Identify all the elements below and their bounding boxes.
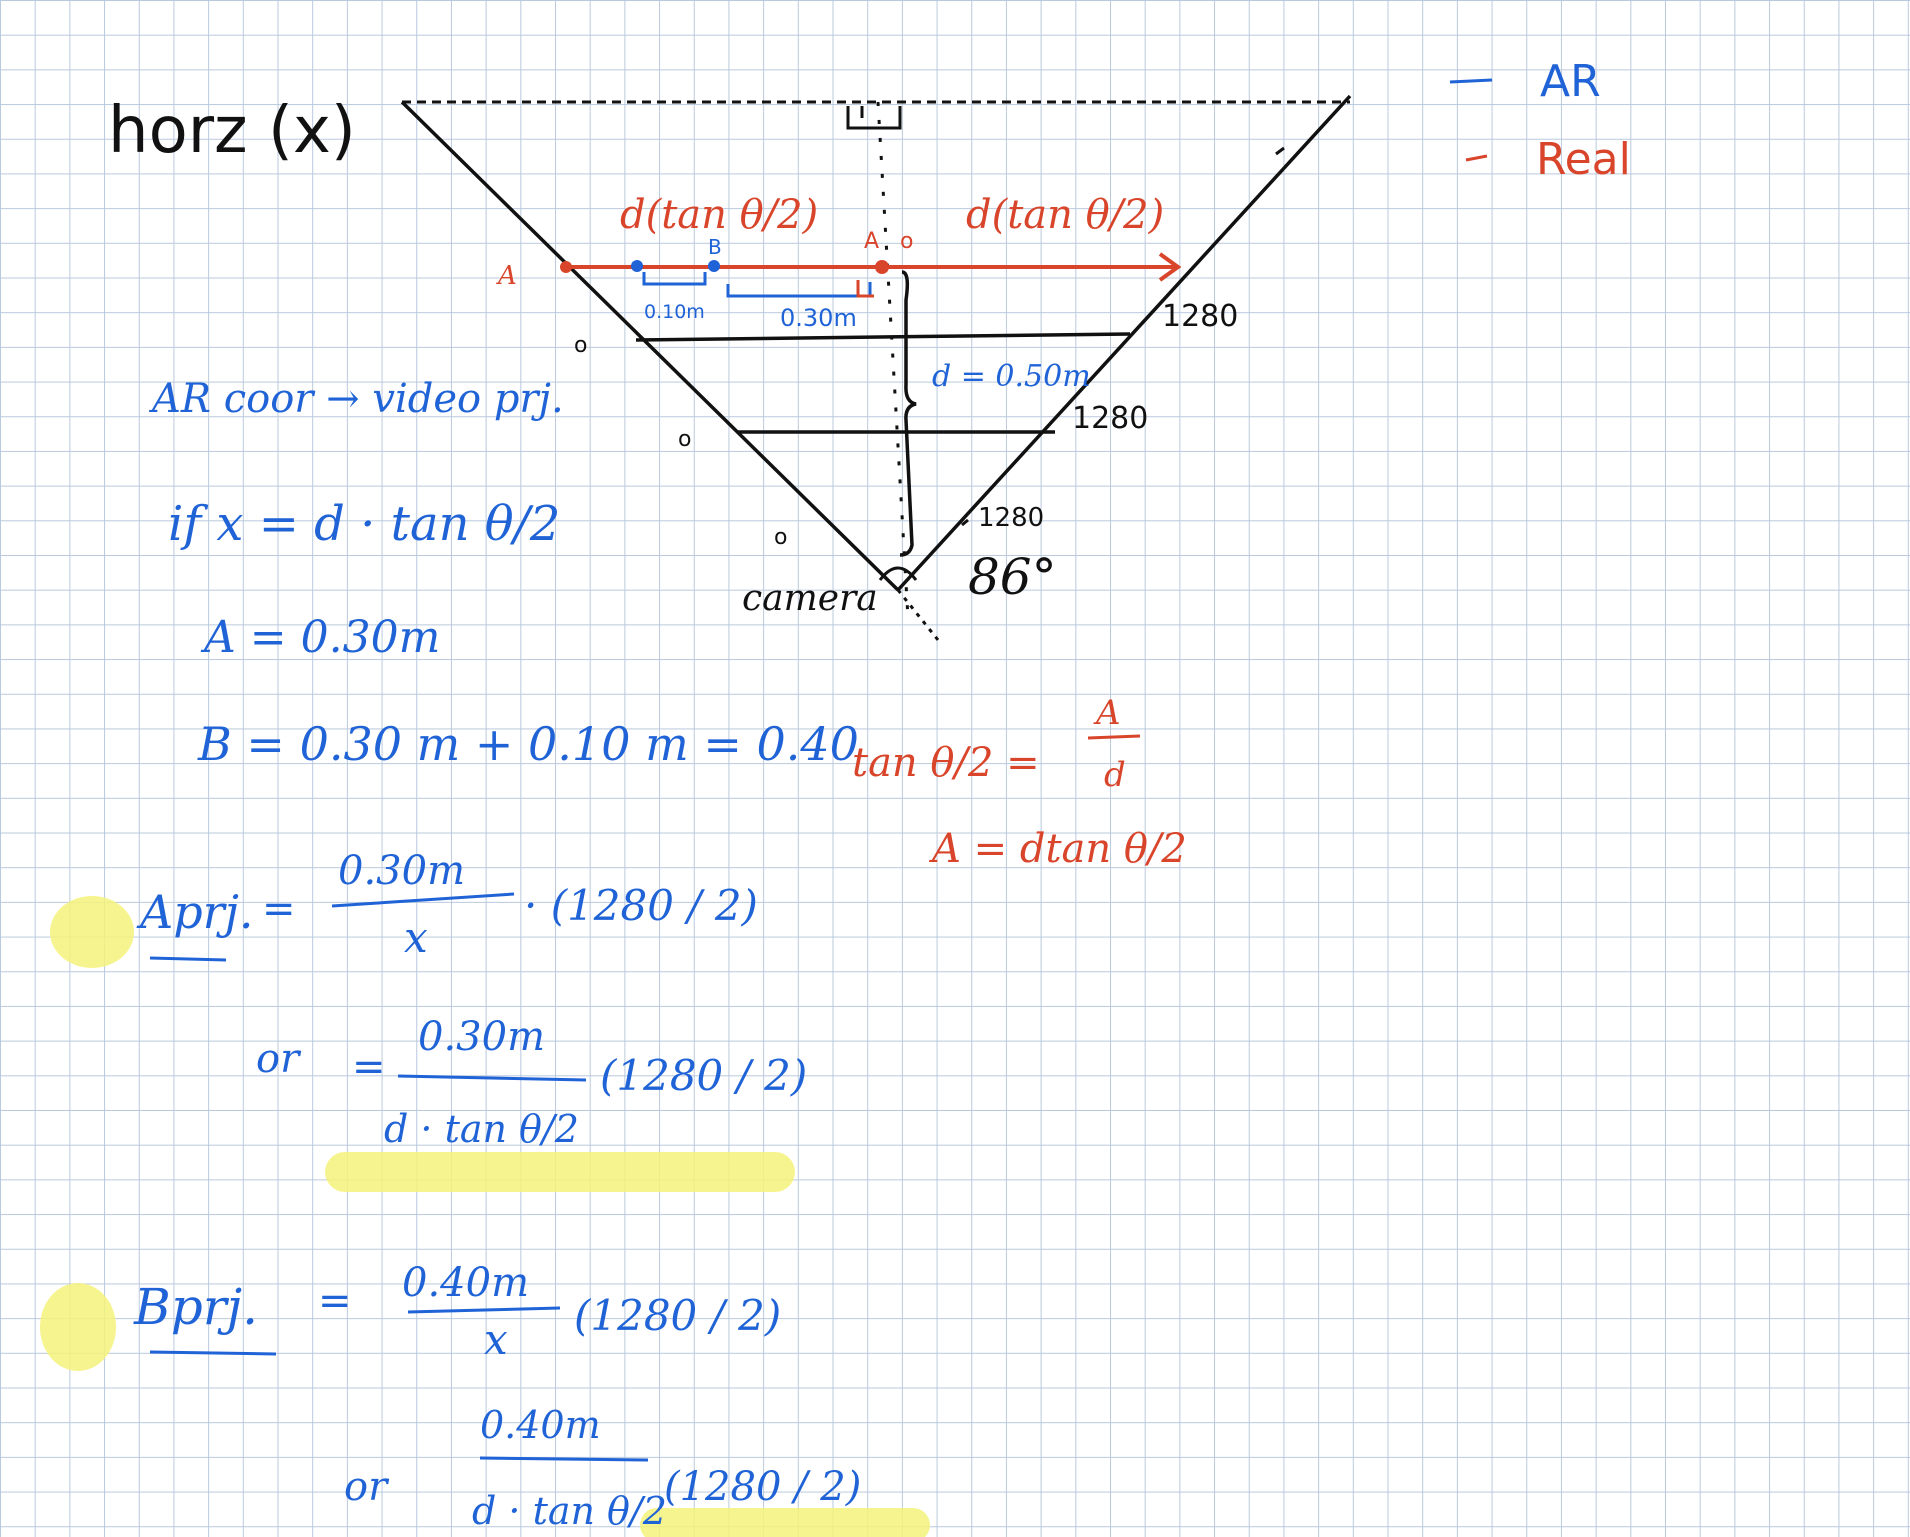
ray-tick-1 bbox=[1275, 146, 1285, 156]
label-a-center: A bbox=[864, 229, 879, 254]
bpr-den: x bbox=[484, 1315, 508, 1364]
tan-rhs-den: d bbox=[1104, 755, 1126, 795]
camera-label: camera bbox=[742, 578, 878, 619]
tan-lhs: tan θ/2 = bbox=[852, 740, 1040, 786]
fov-left-ray bbox=[400, 100, 900, 592]
center-tick bbox=[856, 280, 874, 298]
bracket-010 bbox=[642, 272, 707, 286]
apr-or-eq: = bbox=[352, 1044, 386, 1090]
apr-or: or bbox=[256, 1036, 302, 1082]
res-label-1: 1280 bbox=[1162, 299, 1238, 334]
legend-ar-label: AR bbox=[1540, 56, 1601, 107]
apr-label: Aprj. bbox=[136, 885, 254, 939]
legend: AR Real bbox=[1449, 56, 1631, 185]
legend-ar-swatch bbox=[1449, 78, 1493, 84]
tan-rhs-num: A bbox=[1093, 693, 1121, 733]
center-axis bbox=[876, 101, 910, 619]
legend-real-swatch bbox=[1465, 154, 1488, 162]
bracket-030 bbox=[726, 282, 872, 298]
label-a-left: A bbox=[496, 261, 517, 291]
red-formulas: tan θ/2 = A d A = dtan θ/2 bbox=[852, 693, 1187, 872]
apr-or-num: 0.30m bbox=[418, 1014, 545, 1060]
b-value: B = 0.30 m + 0.10 m = 0.40 bbox=[197, 717, 859, 771]
depth-brace bbox=[899, 270, 917, 557]
bpr-or-den: d · tan θ/2 bbox=[472, 1489, 667, 1533]
fov-right-ray bbox=[896, 94, 1352, 592]
red-span-right-label: d(tan θ/2) bbox=[966, 192, 1164, 238]
a-value: A = 0.30m bbox=[200, 612, 440, 663]
zero-label-3: o bbox=[774, 525, 787, 550]
point-a-left bbox=[560, 261, 572, 273]
ray-tick-2 bbox=[961, 518, 969, 527]
dist-small-label: 0.10m bbox=[644, 301, 705, 323]
real-span-arrowhead bbox=[1158, 252, 1182, 282]
bpr-or-mult: (1280 / 2) bbox=[664, 1464, 861, 1510]
highlight-bpr-or bbox=[640, 1508, 930, 1537]
dist-large-label: 0.30m bbox=[780, 304, 857, 332]
bpr-underline bbox=[149, 1350, 277, 1356]
top-bracket bbox=[846, 106, 902, 130]
highlights bbox=[40, 896, 930, 1537]
fov-angle-label: 86° bbox=[968, 548, 1057, 606]
depth-label: d = 0.50m bbox=[932, 359, 1091, 394]
res-label-2: 1280 bbox=[1072, 401, 1148, 436]
bpr-or-num: 0.40m bbox=[480, 1403, 601, 1447]
apr-or-den: d · tan θ/2 bbox=[384, 1107, 579, 1151]
label-b: B bbox=[708, 235, 722, 259]
legend-real-label: Real bbox=[1536, 134, 1631, 185]
zero-label-1: o bbox=[574, 333, 587, 358]
apr-den: x bbox=[404, 913, 428, 962]
apr-mult: · (1280 / 2) bbox=[524, 881, 758, 930]
bpr-or: or bbox=[344, 1464, 390, 1510]
bpr-num: 0.40m bbox=[402, 1260, 529, 1306]
red-span-left-label: d(tan θ/2) bbox=[620, 192, 818, 238]
notes: AR coor → video prj. if x = d · tan θ/2 … bbox=[133, 376, 861, 1533]
point-blue-1 bbox=[631, 260, 643, 272]
a-eq: A = dtan θ/2 bbox=[928, 826, 1187, 872]
zero-label-2: o bbox=[678, 427, 691, 452]
bpr-or-bar bbox=[479, 1456, 649, 1462]
res-label-3: 1280 bbox=[978, 503, 1044, 533]
highlight-apr-or bbox=[325, 1152, 795, 1192]
if-line: if x = d · tan θ/2 bbox=[168, 496, 560, 552]
apr-bar bbox=[331, 892, 515, 908]
apr-or-bar bbox=[397, 1074, 587, 1082]
bpr-mult: (1280 / 2) bbox=[574, 1291, 781, 1340]
camera-tail bbox=[896, 589, 940, 641]
fov-angle-arc bbox=[878, 566, 918, 581]
bpr-bar bbox=[407, 1306, 561, 1314]
apr-eq: = bbox=[262, 886, 296, 932]
ar-line: AR coor → video prj. bbox=[148, 376, 564, 422]
page-title: horz (x) bbox=[108, 94, 356, 168]
highlight-bpr bbox=[40, 1283, 116, 1371]
apr-or-mult: (1280 / 2) bbox=[600, 1051, 807, 1100]
bpr-label: Bprj. bbox=[133, 1278, 258, 1336]
highlight-apr bbox=[50, 896, 134, 968]
apr-num: 0.30m bbox=[338, 848, 465, 894]
tan-rhs-bar bbox=[1087, 734, 1141, 740]
point-a-center bbox=[875, 260, 889, 274]
bpr-eq: = bbox=[318, 1278, 352, 1324]
apr-underline bbox=[149, 956, 227, 962]
point-b bbox=[708, 260, 720, 272]
fov-diagram: A B A o d(tan θ/2) d(tan θ/2) 0.10m 0.30… bbox=[400, 94, 1352, 641]
plane-line-1 bbox=[635, 332, 1131, 342]
label-o-center: o bbox=[900, 229, 913, 254]
